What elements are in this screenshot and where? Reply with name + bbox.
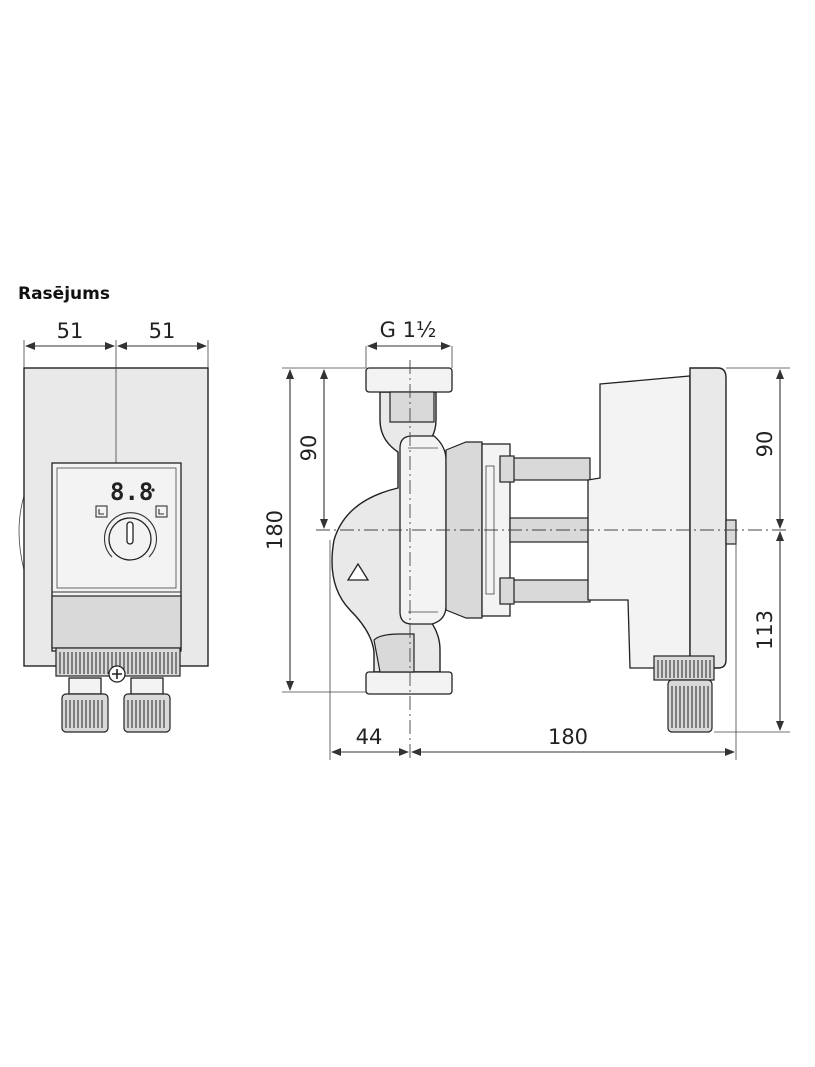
cable-gland-side bbox=[667, 679, 713, 733]
dim-right-lower: 113 bbox=[753, 610, 777, 650]
cable-gland-left bbox=[61, 693, 109, 733]
display-readout: 8.8 bbox=[110, 478, 153, 506]
dim-height-upper: 90 bbox=[297, 435, 321, 462]
motor-housing bbox=[587, 375, 691, 669]
control-box-side bbox=[689, 367, 727, 669]
drawing-title: Rasējums bbox=[18, 284, 110, 304]
flange-top bbox=[365, 367, 453, 393]
dim-height-total: 180 bbox=[263, 510, 287, 550]
dim-connection: G 1½ bbox=[380, 318, 437, 342]
mode-icon-right bbox=[155, 505, 168, 518]
mode-icon-left bbox=[95, 505, 108, 518]
flange-top-neck bbox=[389, 391, 435, 423]
dim-width-right: 180 bbox=[548, 725, 588, 749]
dim-front-right: 51 bbox=[149, 319, 176, 343]
cable-gland-right-neck bbox=[130, 677, 164, 695]
cable-gland-right bbox=[123, 693, 171, 733]
motor-rib-top bbox=[509, 457, 591, 481]
flange-bottom bbox=[365, 671, 453, 695]
knob-ring bbox=[103, 512, 158, 558]
cable-gland-left-neck bbox=[68, 677, 102, 695]
front-view: 8.8 51 51 bbox=[18, 319, 209, 733]
dim-right-upper: 90 bbox=[753, 431, 777, 458]
motor-rib-bottom bbox=[509, 579, 591, 603]
side-view: G 1½ 180 90 90 113 44 180 bbox=[263, 318, 790, 760]
dim-front-left: 51 bbox=[57, 319, 84, 343]
flow-direction-icon bbox=[346, 562, 370, 581]
dim-width-left: 44 bbox=[356, 725, 383, 749]
terminal-side bbox=[653, 655, 715, 681]
